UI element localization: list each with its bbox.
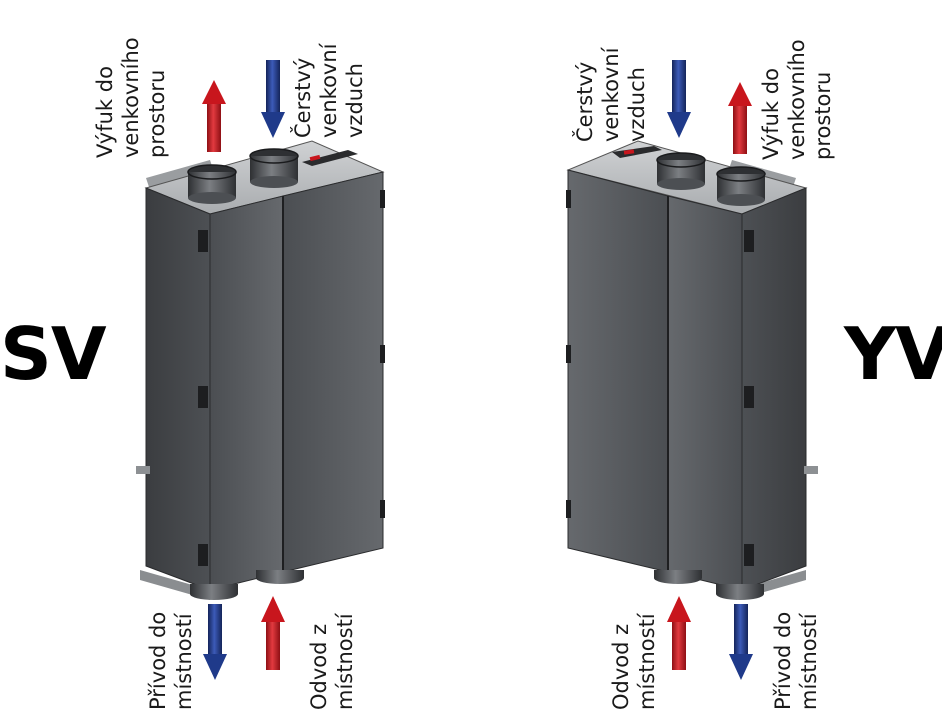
right-bottom-duct [716, 584, 764, 600]
right-front-panel-a [667, 195, 743, 591]
right-fresh-air-arrow-down [667, 60, 691, 138]
left-latch [380, 345, 385, 363]
left-control-led [309, 154, 321, 162]
label-line: prostoru [145, 69, 169, 158]
left-bottom-duct [190, 584, 238, 600]
right-bottom-duct [654, 570, 702, 584]
right-top-duct [716, 166, 766, 182]
left-latch [198, 230, 208, 252]
left-unit-code: SV [0, 312, 107, 396]
right-drain-pipe [804, 466, 818, 474]
right-latch [744, 544, 754, 566]
right-latch [566, 190, 571, 208]
right-supply-arrow-down [729, 604, 753, 680]
left-front-panel-b [282, 171, 384, 573]
right-exhaust-arrow-up [728, 82, 752, 154]
label-line: Čerstvý [291, 57, 315, 138]
label-line: místností [333, 613, 357, 710]
right-extract-arrow-up [667, 596, 691, 670]
left-top-duct [249, 148, 299, 164]
label-line: místností [635, 613, 659, 710]
left-extract-arrow-up [261, 596, 285, 670]
right-latch [744, 230, 754, 252]
left-fresh-air-arrow-down [261, 60, 285, 138]
right-top-duct [657, 178, 705, 190]
left-exhaust-arrow-up [202, 80, 226, 152]
label-line: venkovní [599, 47, 623, 143]
label-line: místností [172, 613, 196, 710]
left-top-duct [187, 164, 237, 180]
right-latch [566, 500, 571, 518]
label-line: Přívod do [771, 611, 795, 710]
right-latch [744, 386, 754, 408]
left-latch [198, 544, 208, 566]
label-line: prostoru [811, 71, 835, 160]
right-latch [566, 345, 571, 363]
left-unit [136, 140, 385, 600]
right-top-duct [717, 194, 765, 206]
label-line: vzduch [625, 67, 649, 142]
label-line: místností [797, 613, 821, 710]
right-control-led [623, 149, 635, 155]
right-control-panel [612, 146, 662, 158]
left-top-duct [250, 176, 298, 188]
label-line: venkovního [119, 37, 143, 158]
label-line: vzduch [343, 63, 367, 138]
left-bottom-duct [256, 570, 304, 584]
right-unit [566, 140, 818, 600]
left-latch [380, 190, 385, 208]
label-line: venkovního [785, 39, 809, 160]
left-latch [380, 500, 385, 518]
left-drain-pipe [136, 466, 150, 474]
right-unit-code: YV [844, 312, 942, 396]
left-latch [198, 386, 208, 408]
left-front-panel-a [209, 195, 284, 591]
left-top-duct [188, 192, 236, 204]
label-line: Odvod z [609, 623, 633, 710]
label-line: Výfuk do [93, 66, 117, 158]
label-line: Přívod do [146, 611, 170, 710]
left-supply-arrow-down [203, 604, 227, 680]
label-line: Čerstvý [573, 61, 597, 142]
label-line: Výfuk do [759, 68, 783, 160]
right-front-panel-b [567, 169, 669, 573]
left-control-panel [302, 150, 358, 166]
right-top-duct [656, 152, 706, 168]
label-line: Odvod z [307, 623, 331, 710]
label-line: venkovní [317, 43, 341, 139]
